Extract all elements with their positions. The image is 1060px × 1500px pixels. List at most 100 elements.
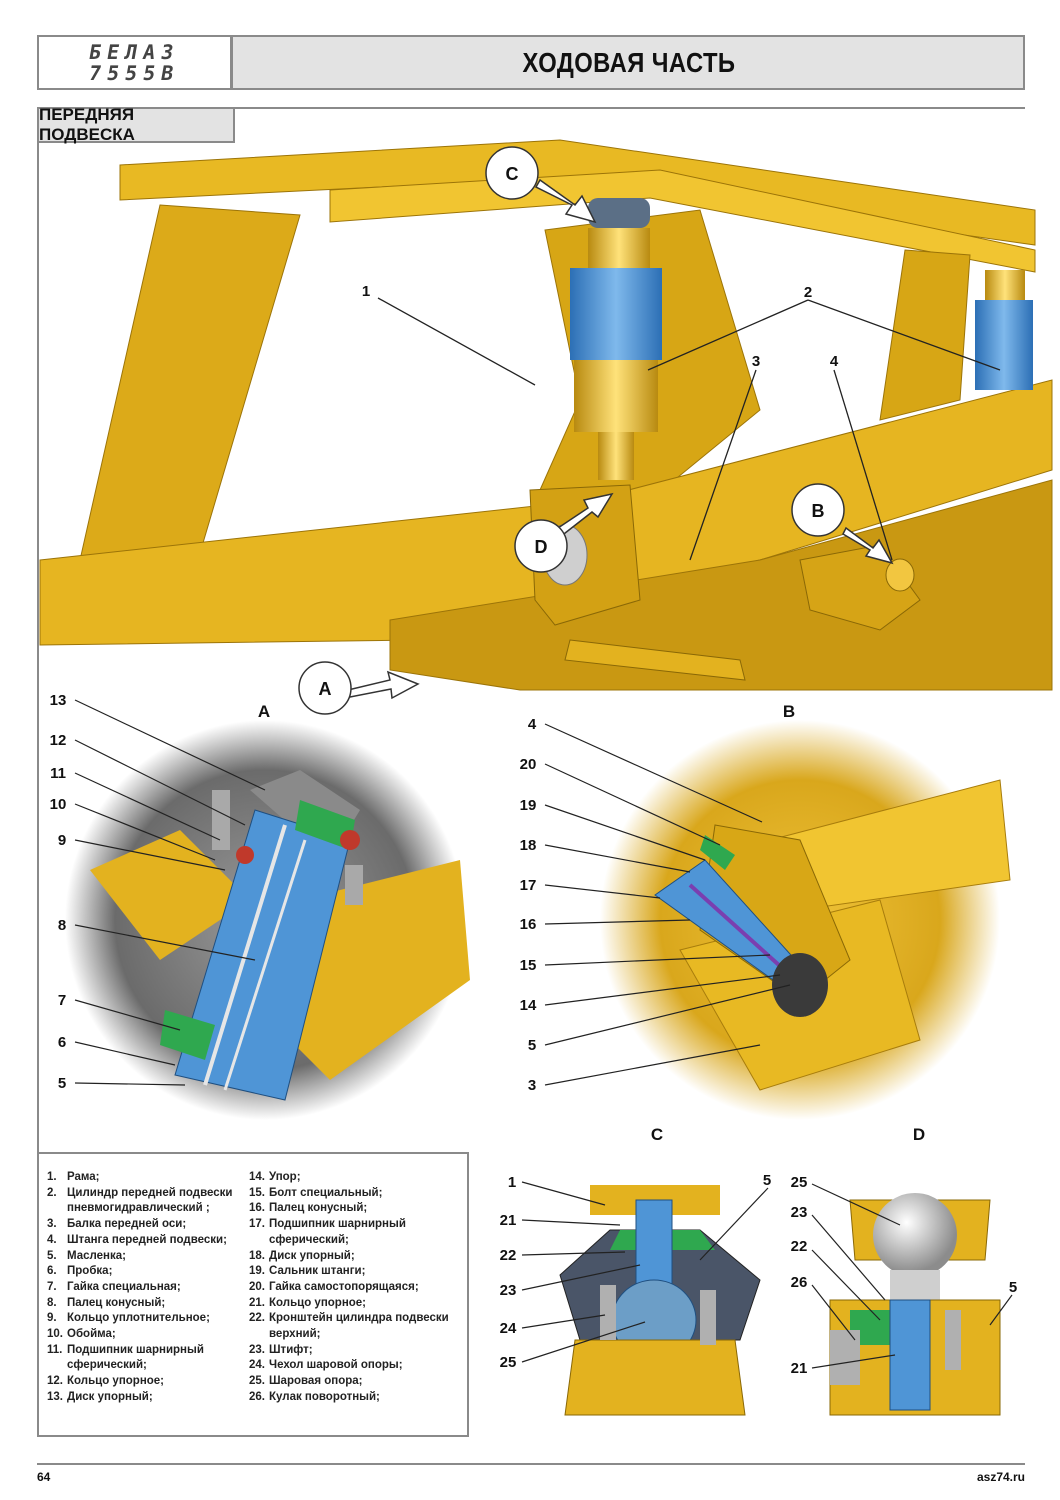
detail-a-label-5: 5	[58, 1075, 66, 1092]
detail-d-label-21: 21	[791, 1360, 808, 1377]
section-title: ПЕРЕДНЯЯ ПОДВЕСКА	[37, 105, 235, 144]
belaz-logo: БЕЛАЗ 7555В	[39, 37, 233, 88]
detail-a-label-7: 7	[58, 992, 66, 1009]
callout-circle-b	[791, 483, 845, 537]
frame-leg-left	[79, 204, 301, 571]
detail-c-label-24: 24	[500, 1320, 517, 1337]
detail-b-illustration	[600, 720, 1011, 1120]
detail-a-leaders	[74, 699, 266, 1086]
rear-cylinder-cap	[985, 270, 1025, 300]
detail-c-labels: 1 21 22 23 24 25 5	[500, 1172, 772, 1371]
legend-item: 16.Палец конусный;	[249, 1202, 368, 1215]
legend-item: 26.Кулак поворотный;	[249, 1390, 380, 1403]
legend-item: 23.Штифт;	[249, 1343, 313, 1356]
detail-a-label-9: 9	[58, 832, 66, 849]
cylinder-body-gold	[574, 360, 658, 432]
cylinder-cap	[588, 198, 650, 228]
detail-c-label-22: 22	[500, 1247, 517, 1264]
detail-title-d: D	[913, 1125, 925, 1144]
detail-d-leaders	[811, 1183, 1013, 1369]
cylinder-body-blue	[570, 268, 662, 360]
legend-item: 21.Кольцо упорное;	[249, 1296, 367, 1309]
detail-a-label-12: 12	[50, 732, 67, 749]
part-number-3: 3	[752, 353, 760, 370]
detail-b-labels: 4 20 19 18 17 16 15 14 5 3	[520, 716, 537, 1094]
legend-column-1: 1.Рама; 2.Цилиндр передней подвески пнев…	[47, 1170, 247, 1406]
detail-d-ball	[873, 1193, 957, 1277]
detail-c-label-21: 21	[500, 1212, 517, 1229]
legend-item: 11.Подшипник шарнирный сферический;	[47, 1343, 204, 1372]
legend-item: 15.Болт специальный;	[249, 1186, 383, 1199]
detail-d-label-26: 26	[791, 1274, 808, 1291]
legend-item: 7.Гайка специальная;	[47, 1280, 181, 1293]
legend-item: 13.Диск упорный;	[47, 1390, 153, 1403]
detail-a-label-6: 6	[58, 1034, 66, 1051]
frame-leg-right	[879, 249, 971, 421]
legend-item: 2.Цилиндр передней подвески пневмогидрав…	[47, 1186, 233, 1215]
legend-item: 8.Палец конусный;	[47, 1296, 166, 1309]
detail-b-label-20: 20	[520, 756, 537, 773]
detail-c-label-1: 1	[508, 1174, 516, 1191]
site-url: asz74.ru	[976, 1470, 1025, 1484]
legend-item: 17.Подшипник шарнирный сферический;	[249, 1218, 406, 1246]
detail-b-label-18: 18	[520, 837, 537, 854]
detail-c-label-25: 25	[500, 1354, 517, 1371]
detail-b-label-5: 5	[528, 1037, 536, 1054]
detail-a-label-13: 13	[50, 692, 67, 709]
content-frame	[37, 107, 1025, 1437]
part-number-4: 4	[830, 353, 839, 370]
main-arrows	[347, 178, 894, 700]
detail-d-labels: 25 23 22 26 21 5	[791, 1174, 1018, 1377]
legend-item: 1.Рама;	[47, 1171, 100, 1183]
main-callout-labels: C D B A	[319, 164, 825, 699]
detail-c-label-23: 23	[500, 1282, 517, 1299]
detail-a-label-8: 8	[58, 917, 66, 934]
detail-title-c: C	[651, 1125, 663, 1144]
legend-item: 10.Обойма;	[47, 1328, 116, 1341]
detail-b-label-3: 3	[528, 1077, 536, 1094]
page-title: ХОДОВАЯ ЧАСТЬ	[522, 46, 736, 78]
detail-a-label-10: 10	[50, 796, 67, 813]
legend-item: 25.Шаровая опора;	[249, 1375, 363, 1388]
callout-circle-a	[298, 661, 352, 715]
detail-d-illustration	[820, 1160, 1025, 1416]
cylinder-body-top	[588, 228, 650, 268]
detail-a-labels: 13 12 11 10 9 8 7 6 5	[50, 692, 67, 1092]
legend-item: 24.Чехол шаровой опоры;	[249, 1359, 403, 1372]
rear-cylinder-blue	[975, 300, 1033, 390]
callout-circle-c	[485, 146, 539, 200]
detail-titles: A B C D	[258, 702, 925, 1144]
detail-title-b: B	[783, 702, 795, 721]
callout-b: B	[812, 501, 825, 521]
main-part-numbers: 1 2 3 4	[362, 283, 839, 370]
steering-arm	[564, 639, 746, 681]
detail-c-leaders	[521, 1181, 769, 1363]
legend-item: 19.Сальник штанги;	[249, 1265, 366, 1278]
detail-d-label-25: 25	[791, 1174, 808, 1191]
legend-column-2: 14.Упор; 15.Болт специальный; 16.Палец к…	[249, 1170, 469, 1406]
page-number: 64	[37, 1470, 51, 1484]
detail-c-illustration	[530, 1160, 780, 1416]
main-leader-lines	[377, 297, 1001, 561]
callout-c: C	[506, 164, 519, 184]
detail-b-leaders	[544, 723, 791, 1086]
part-number-2: 2	[804, 284, 812, 301]
callout-d: D	[535, 537, 548, 557]
legend-item: 5.Масленка;	[47, 1249, 126, 1262]
detail-b-label-19: 19	[520, 797, 537, 814]
page-header: БЕЛАЗ 7555В ХОДОВАЯ ЧАСТЬ	[37, 35, 1025, 90]
legend-item: 12.Кольцо упорное;	[47, 1375, 165, 1388]
detail-d-label-5: 5	[1009, 1279, 1017, 1296]
legend-item: 3.Балка передней оси;	[47, 1218, 187, 1231]
detail-a-label-11: 11	[50, 765, 66, 782]
part-number-1: 1	[362, 283, 370, 300]
detail-b-label-14: 14	[520, 997, 537, 1014]
parts-legend: 1.Рама; 2.Цилиндр передней подвески пнев…	[37, 1152, 469, 1437]
frame-rail-top	[119, 139, 1036, 246]
legend-item: 4.Штанга передней подвески;	[47, 1233, 227, 1246]
callout-a: A	[319, 679, 332, 699]
detail-a-illustration	[65, 720, 470, 1120]
main-frame-illustration	[39, 139, 1053, 691]
detail-b-label-17: 17	[520, 877, 537, 894]
